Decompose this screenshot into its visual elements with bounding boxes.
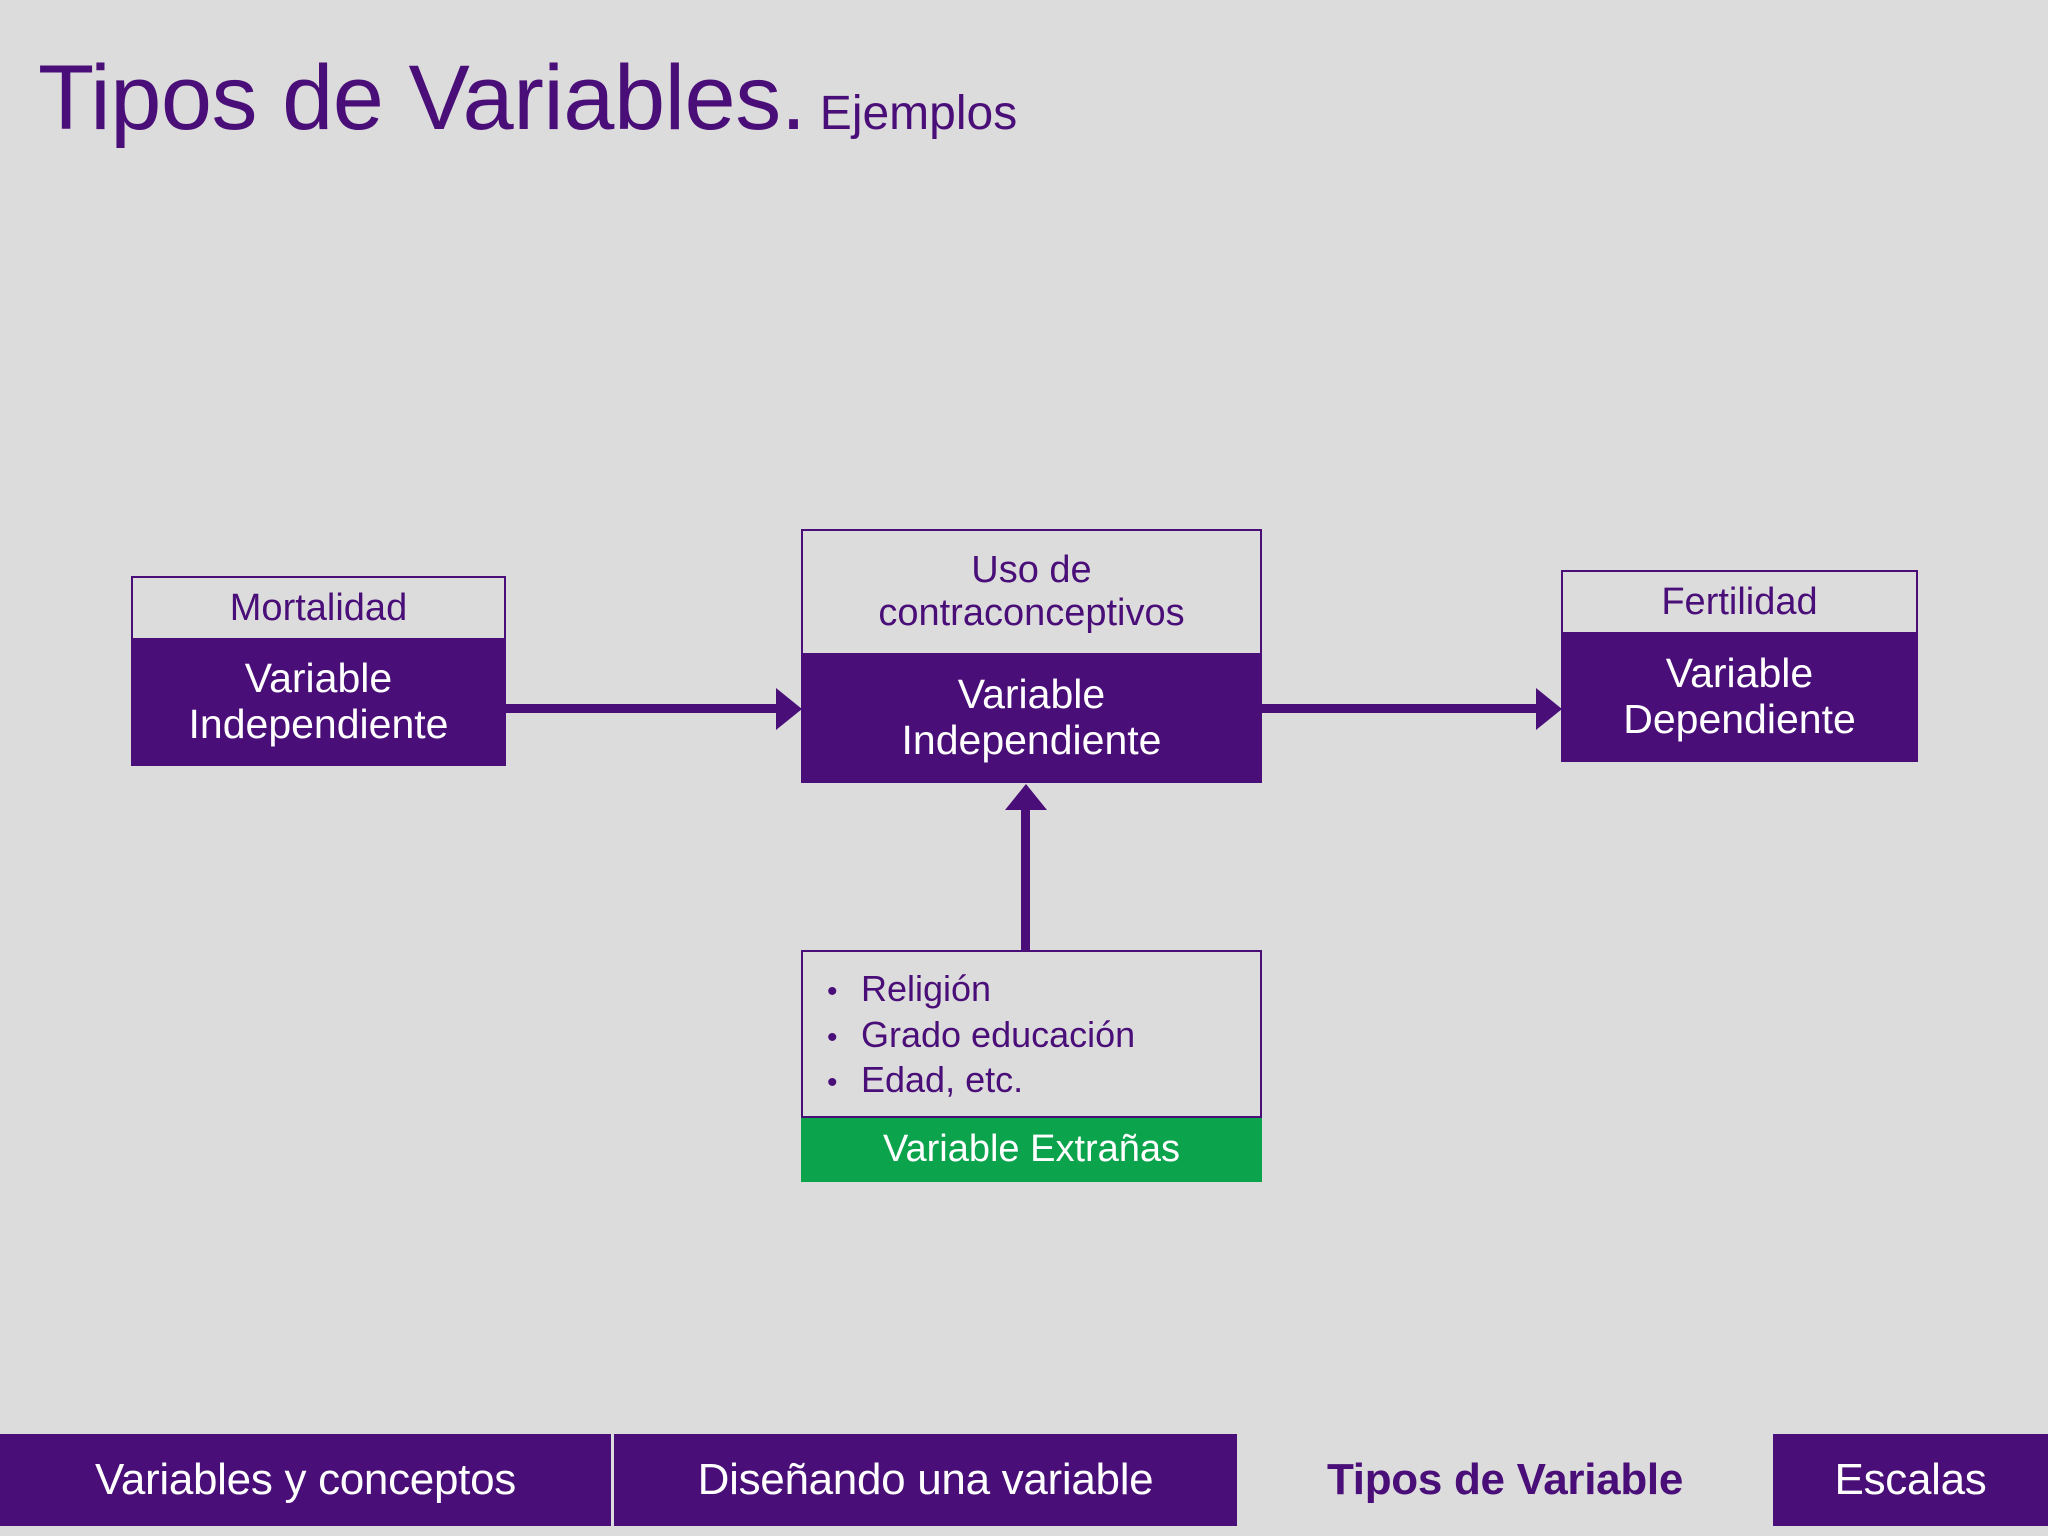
diagram-node-fertilidad[interactable]: Fertilidad Variable Dependiente	[1561, 570, 1918, 762]
list-item-label: Religión	[861, 968, 992, 1009]
node-header-mortalidad: Mortalidad	[131, 576, 506, 640]
list-item: • Religión	[827, 966, 1260, 1012]
node-header-line2-contraconceptivos: contraconceptivos	[878, 592, 1185, 634]
arrow-contraconceptivos-to-fertilidad-icon	[1262, 704, 1538, 713]
extranas-bullet-list: • Religión • Grado educación • Edad, etc…	[803, 966, 1260, 1103]
diagram-node-mortalidad[interactable]: Mortalidad Variable Independiente	[131, 576, 506, 766]
node-body-line2-fertilidad: Dependiente	[1623, 696, 1856, 742]
node-body-line1-contraconceptivos: Variable	[957, 671, 1106, 718]
list-item: • Grado educación	[827, 1012, 1260, 1058]
diagram-node-contraconceptivos[interactable]: Uso de contraconceptivos Variable Indepe…	[801, 529, 1262, 783]
node-header-line1-contraconceptivos: Uso de	[971, 549, 1092, 592]
arrow-mortalidad-to-contraconceptivos-icon	[506, 704, 778, 713]
list-item-label: Grado educación	[861, 1013, 1136, 1055]
list-item-label: Edad, etc.	[861, 1059, 1024, 1101]
node-header-contraconceptivos: Uso de contraconceptivos	[801, 529, 1262, 655]
bullet-dot-icon: •	[827, 1066, 838, 1100]
node-body-variables-extranas: Variable Extrañas	[801, 1118, 1262, 1182]
nav-tab-disenando-una-variable[interactable]: Diseñando una variable	[614, 1434, 1240, 1526]
node-header-fertilidad: Fertilidad	[1561, 570, 1918, 634]
diagram-node-variables-extranas[interactable]: • Religión • Grado educación • Edad, etc…	[801, 950, 1262, 1182]
nav-tab-escalas[interactable]: Escalas	[1773, 1434, 2048, 1526]
nav-tab-variables-y-conceptos[interactable]: Variables y conceptos	[0, 1434, 614, 1526]
node-body-mortalidad: Variable Independiente	[131, 640, 506, 766]
title-subtitle-text: Ejemplos	[819, 87, 1018, 140]
page-title: Tipos de Variables.Ejemplos	[38, 52, 1017, 144]
arrow-extranas-to-contraconceptivos-icon	[1021, 810, 1030, 950]
node-body-line2-contraconceptivos: Independiente	[901, 717, 1162, 763]
title-main-text: Tipos de Variables.	[38, 47, 806, 149]
nav-tab-tipos-de-variable[interactable]: Tipos de Variable	[1240, 1434, 1773, 1526]
node-header-extranas-bullets: • Religión • Grado educación • Edad, etc…	[801, 950, 1262, 1118]
bottom-navigation-bar: Variables y conceptos Diseñando una vari…	[0, 1434, 2048, 1526]
node-body-line1-mortalidad: Variable	[244, 655, 393, 702]
node-body-fertilidad: Variable Dependiente	[1561, 634, 1918, 762]
bullet-dot-icon: •	[827, 975, 838, 1008]
list-item: • Edad, etc.	[827, 1057, 1260, 1103]
node-body-contraconceptivos: Variable Independiente	[801, 655, 1262, 783]
bullet-dot-icon: •	[827, 1020, 838, 1054]
node-body-line2-mortalidad: Independiente	[188, 701, 449, 747]
node-body-line1-fertilidad: Variable	[1665, 650, 1814, 697]
